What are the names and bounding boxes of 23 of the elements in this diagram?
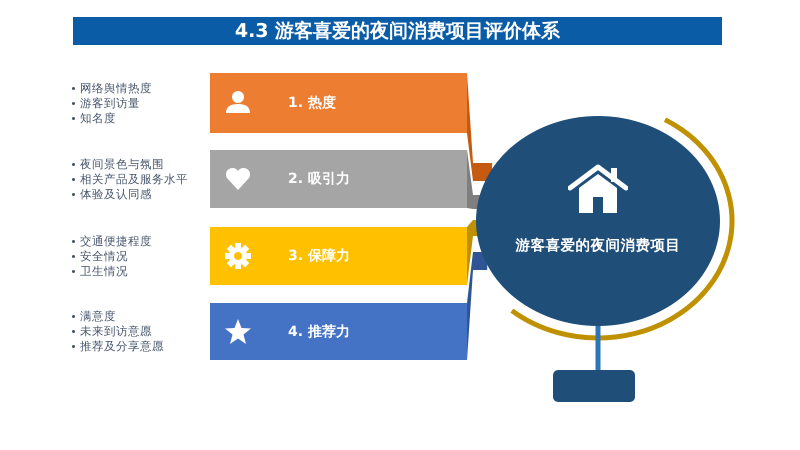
- category-bar: [210, 150, 467, 208]
- criterion-item: 卫生情况: [80, 264, 128, 278]
- category-label: 4. 推荐力: [288, 322, 350, 340]
- criterion-item: 安全情况: [80, 248, 128, 264]
- center-label: 游客喜爱的夜间消费项目: [514, 236, 682, 255]
- criterion-item: 未来到访意愿: [80, 324, 152, 339]
- criterion-item: 相关产品及服务水平: [80, 172, 188, 186]
- criterion-item: 推荐及分享意愿: [80, 339, 164, 354]
- category-bar: [210, 303, 467, 360]
- category-bar: [210, 73, 467, 133]
- category-label: 2. 吸引力: [288, 170, 350, 188]
- ribbon-connector: [467, 150, 480, 209]
- category-label: 3. 保障力: [288, 247, 350, 265]
- category-bar: [210, 227, 467, 285]
- criterion-item: 体验及认同感: [80, 186, 152, 202]
- category-label: 1. 热度: [288, 94, 336, 112]
- criterion-item: 夜间景色与氛围: [80, 156, 164, 172]
- criterion-item: 知名度: [80, 110, 116, 126]
- title-bar: 4.3 游客喜爱的夜间消费项目评价体系: [73, 17, 722, 45]
- criterion-item: 满意度: [80, 309, 116, 324]
- criterion-item: 网络舆情热度: [80, 80, 152, 96]
- criterion-item: 游客到访量: [80, 96, 140, 110]
- criterion-item: 交通便捷程度: [80, 234, 152, 248]
